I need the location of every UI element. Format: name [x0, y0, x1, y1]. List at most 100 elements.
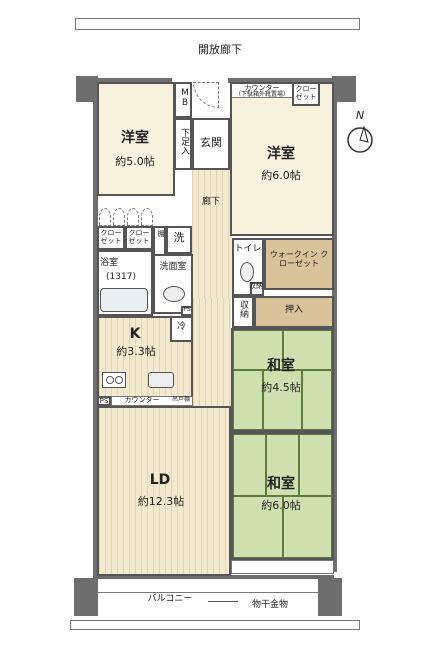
balcony-label: バルコニー	[147, 594, 193, 604]
tatami-mat	[299, 434, 332, 496]
stove	[102, 372, 126, 388]
tatami-mat	[265, 434, 300, 496]
oshiire-label: 押入	[284, 305, 303, 315]
kitchen-counter	[111, 396, 193, 406]
closet-door-swing-4	[141, 208, 153, 226]
closet-door-swing-3	[127, 208, 139, 226]
pipe-space-1-label: PS	[99, 397, 109, 405]
drying-rod	[208, 601, 238, 602]
wall-top-2	[228, 78, 334, 83]
wall-top	[96, 78, 172, 83]
mb-closet	[174, 82, 192, 118]
japanese-room-1	[231, 328, 334, 432]
counter-top-note: （下駄箱外靴置場）	[234, 91, 289, 98]
toilet-label: トイレ	[234, 244, 262, 254]
washroom-label: 洗面室	[159, 262, 187, 272]
closet-top-label: クロー ゼット	[295, 85, 317, 101]
window-sill	[231, 560, 334, 574]
washer-space	[166, 226, 192, 254]
tatami-mat	[282, 496, 332, 558]
shoe-storage	[250, 282, 264, 296]
mb-label: MB	[180, 88, 190, 108]
closet-door-swing-2	[113, 208, 125, 226]
compass-icon	[347, 125, 373, 153]
closet-1-label: クロー ゼット	[100, 229, 122, 245]
kitchen-counter-label: カウンター	[124, 396, 160, 404]
western-room-1-size: 約5.0帖	[115, 155, 155, 168]
shoe-storage-label: 収納	[249, 282, 263, 290]
wall-right	[332, 100, 337, 572]
entrance-door-swing	[193, 82, 219, 108]
entrance	[192, 118, 230, 170]
tatami-mat	[233, 496, 283, 558]
tatami-mat	[262, 370, 303, 430]
pipe-space-2-label: PS	[183, 306, 191, 313]
pipe-space-1	[97, 396, 111, 406]
shoe-closet-label: 下足入	[179, 128, 189, 155]
compass-letter: N	[355, 109, 365, 122]
hallway-lower	[193, 298, 231, 406]
column-top-right	[332, 76, 356, 102]
tatami-mat	[282, 330, 332, 370]
storage-label: 収納	[238, 300, 248, 318]
japanese-room-2	[231, 432, 334, 560]
japanese-room-1-size: 約4.5帖	[261, 381, 301, 394]
burner-icon	[106, 376, 114, 384]
column-bottom-right	[318, 578, 342, 616]
shoe-closet	[174, 118, 192, 170]
western-room-2-size: 約6.0帖	[261, 169, 301, 182]
wall-left	[93, 100, 98, 580]
closet-2	[125, 226, 153, 250]
column-top-left	[76, 76, 98, 102]
pipe-space-2	[181, 306, 193, 316]
washer-label: 洗	[173, 231, 185, 244]
ld-size: 約12.3帖	[137, 495, 185, 508]
column-bottom-left	[74, 578, 98, 616]
tatami-mat	[233, 330, 283, 370]
kitchen-name: K	[129, 326, 141, 342]
western-room-1	[97, 82, 175, 196]
closet-1	[97, 226, 125, 250]
wall-bottom	[96, 575, 334, 579]
tatami-mat	[233, 434, 266, 496]
corridor-label: 開放廊下	[198, 43, 242, 56]
washroom	[153, 254, 193, 314]
western-room-1-name: 洋室	[121, 130, 149, 146]
entrance-label: 玄関	[200, 136, 222, 149]
living-dining	[97, 406, 231, 576]
linen-shelf-label: 棚	[157, 230, 165, 237]
balcony-handrail	[70, 620, 360, 630]
hallway-label: 廊下	[201, 197, 220, 207]
western-room-2	[230, 82, 334, 236]
kitchen-size: 約3.3帖	[116, 345, 156, 358]
compass: N	[340, 109, 380, 160]
closet-top	[292, 82, 320, 106]
oshiire	[254, 296, 334, 328]
japanese-room-1-name: 和室	[267, 358, 295, 374]
kitchen-sink	[148, 372, 174, 388]
storage-closet	[232, 296, 254, 328]
drying-hardware-label: 物干金物	[251, 600, 288, 610]
japanese-room-2-size: 約6.0帖	[261, 499, 301, 512]
walkin-closet-label: ウォークイン クローゼット	[269, 250, 329, 269]
fridge-label: 冷	[176, 322, 186, 332]
tatami-mat	[233, 370, 263, 430]
closet-door-swing-1	[99, 208, 111, 226]
fridge-space	[170, 316, 193, 342]
tatami-mat	[302, 370, 332, 430]
counter-top-label: カウンター	[244, 84, 280, 92]
ld-name: LD	[149, 472, 171, 488]
wash-basin	[163, 286, 185, 302]
burner-icon	[115, 376, 123, 384]
closet-2-label: クロー ゼット	[128, 229, 150, 245]
bathtub	[100, 288, 148, 312]
japanese-room-2-name: 和室	[267, 476, 295, 492]
balcony-top-line	[98, 592, 318, 593]
counter-top-strip	[232, 84, 292, 98]
kitchen-counter-note: 吊戸棚	[171, 396, 190, 403]
hallway	[192, 170, 232, 298]
bathroom-size: (1317)	[106, 272, 136, 282]
bathroom-name: 浴室	[99, 258, 118, 268]
western-room-2-name: 洋室	[267, 146, 295, 162]
